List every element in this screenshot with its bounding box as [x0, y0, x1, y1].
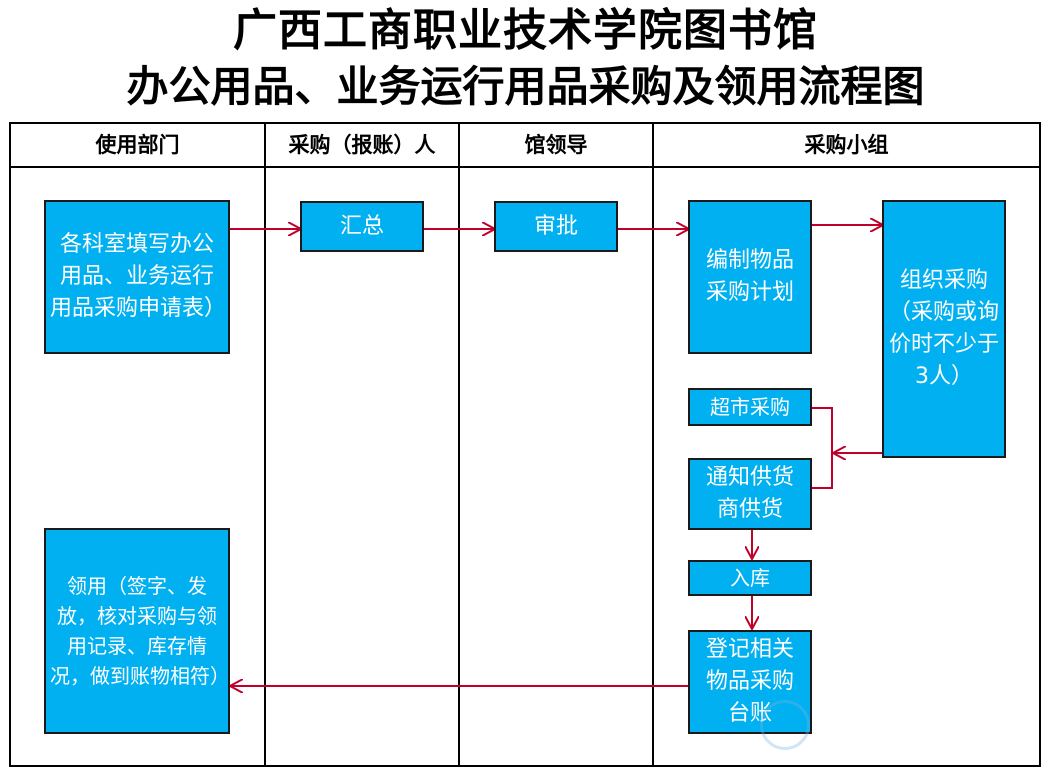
node-summary: 汇总 [300, 201, 424, 252]
lane-divider-2 [458, 122, 460, 767]
diagram-title: 广西工商职业技术学院图书馆 [233, 5, 818, 56]
lane-header-user-dept: 使用部门 [95, 133, 180, 157]
node-receive: 领用（签字、发放，核对采购与领用记录、库存情况，做到账物相符） [44, 528, 230, 734]
lane-header-purchaser: 采购（报账）人 [288, 133, 436, 157]
lane-header-purchase-group: 采购小组 [804, 133, 889, 157]
diagram-subtitle: 办公用品、业务运行用品采购及领用流程图 [126, 62, 925, 111]
node-purchase-plan: 编制物品采购计划 [688, 200, 812, 354]
lane-divider-3 [652, 122, 654, 767]
watermark-emblem [760, 700, 810, 750]
node-notify-supplier: 通知供货商供货 [688, 458, 812, 530]
lane-header-leader: 馆领导 [524, 133, 588, 157]
header-divider [9, 166, 1041, 168]
node-storage: 入库 [688, 560, 812, 596]
lane-divider-1 [264, 122, 266, 767]
swimlane-frame [9, 122, 1041, 767]
node-organize-purchase: 组织采购（采购或询价时不少于3人） [882, 200, 1006, 458]
node-supermarket-purchase: 超市采购 [688, 388, 812, 426]
node-apply-form: 各科室填写办公用品、业务运行用品采购申请表） [44, 200, 230, 354]
node-approve: 审批 [494, 201, 618, 252]
